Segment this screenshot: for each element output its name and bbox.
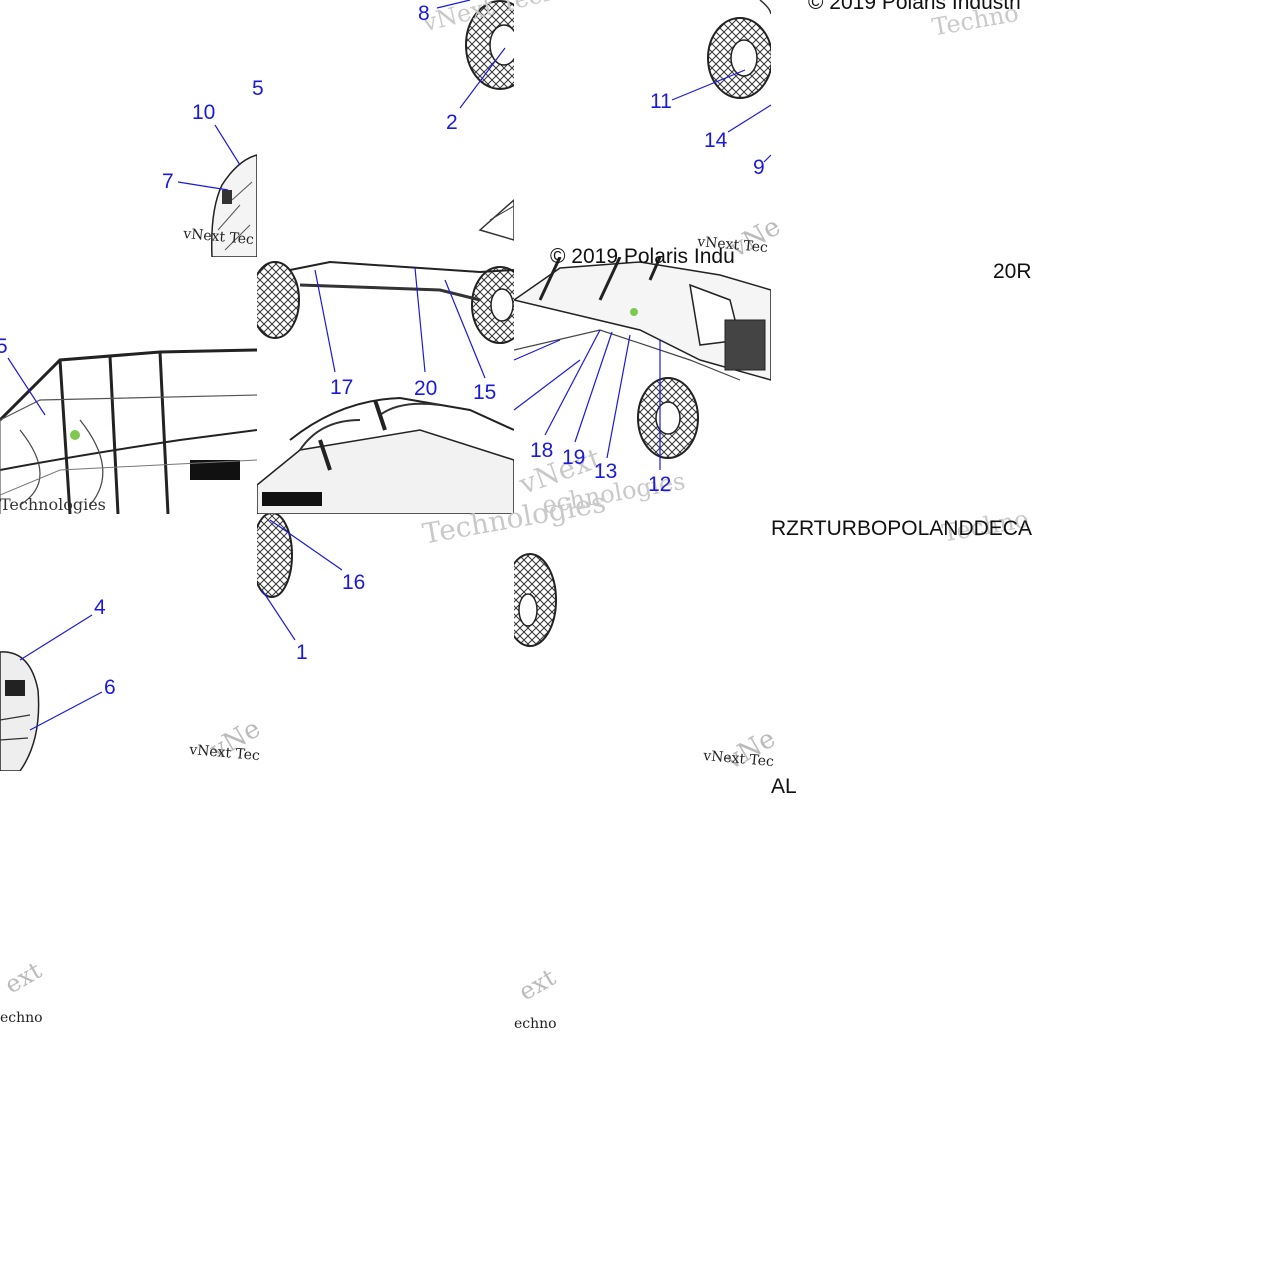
callout-14: 14 bbox=[704, 129, 728, 152]
callout-5: 5 bbox=[0, 335, 8, 358]
rear-wheel-drawing bbox=[257, 514, 293, 598]
cab-drawing bbox=[0, 348, 257, 514]
wheel-drawing-front bbox=[707, 0, 771, 99]
watermark: Technologies bbox=[0, 495, 106, 514]
copyright-text: © 2019 Polaris Indu bbox=[550, 245, 735, 268]
callout-13: 13 bbox=[594, 460, 618, 483]
watermark: echno bbox=[514, 1016, 557, 1032]
callout-4: 4 bbox=[94, 596, 106, 619]
callout-20: 20 bbox=[414, 377, 438, 400]
callout-1: 1 bbox=[296, 641, 308, 664]
watermark: echno bbox=[0, 1010, 43, 1026]
callout-18: 17 bbox=[330, 376, 354, 399]
callout-16: 16 bbox=[342, 571, 366, 594]
part-code-text: RZRTURBOPOLANDDECA bbox=[771, 517, 1032, 540]
callout-10: 10 bbox=[192, 101, 216, 124]
callout-7: 7 bbox=[162, 170, 174, 193]
copyright-text: © 2019 Polaris Industri bbox=[808, 0, 1021, 14]
hood-drawing bbox=[210, 154, 257, 257]
callout-19: 19 bbox=[562, 446, 586, 469]
front-drawing bbox=[514, 257, 771, 459]
callout-12: 12 bbox=[648, 473, 672, 496]
wheel-fragment-drawing bbox=[514, 553, 557, 647]
callout-8: 8 bbox=[418, 2, 430, 25]
callout-9: 9 bbox=[753, 156, 765, 179]
grille-drawing bbox=[0, 651, 40, 771]
part-code-text: 20R bbox=[993, 260, 1032, 283]
callout-15: 15 bbox=[473, 381, 497, 404]
side-drawing bbox=[257, 260, 514, 514]
callout-11: 11 bbox=[650, 90, 672, 113]
leader-lines bbox=[7, 0, 772, 731]
callout-6: 6 bbox=[104, 676, 116, 699]
callout-2: 2 bbox=[446, 111, 458, 134]
wheel-drawing-top bbox=[465, 0, 514, 241]
part-code-text: AL bbox=[771, 775, 797, 798]
callout-17: 18 bbox=[530, 439, 554, 462]
callout-5: 5 bbox=[252, 77, 264, 100]
